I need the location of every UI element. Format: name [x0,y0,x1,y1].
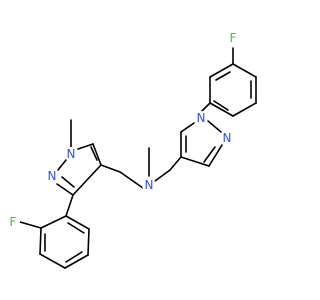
atom-n-pyrazole-left-1: N [64,147,78,161]
bond-pyrazole-right-3 [180,156,210,167]
bond-pyrazole-right-2 [208,144,223,167]
atom-n-pyrazole-left-2: N [45,169,59,183]
bond-fluorophenyl-bottom-5 [87,228,90,256]
atom-f-bottom: F [6,215,20,229]
bond-ch2-left-to-pyrazole [100,164,121,173]
svg-text:F: F [230,31,237,45]
svg-text:N: N [145,178,154,192]
atom-n-pyrazole-right-1: N [194,111,208,125]
bond-phenyl-to-fluorine [19,221,42,229]
bond-pyrazole-to-ch2 [169,156,182,171]
atom-f-top: F [226,31,240,45]
atom-n-pyrazole-right-2: N [220,131,234,145]
bond-pyrazole-right-double-1 [203,146,216,163]
bond-pyrazole-left-5 [72,164,102,196]
bond-pyrazole-left-3 [57,159,67,171]
bond-pyrazole-right-5 [180,122,195,133]
bond-n-to-ch2-left [119,171,144,189]
bond-fluorophenyl-bottom-2 [39,227,42,255]
bond-phenyl-to-pyrazole [200,102,211,113]
svg-text:N: N [48,169,57,183]
svg-text:N: N [67,147,76,161]
bond-pyrazole-to-phenyl-bottom [65,194,74,217]
bond-fluorophenyl-top-ring-5 [232,102,257,117]
bond-ch2-to-n [154,169,171,182]
bond-pyrazole-left-double-2 [61,176,75,188]
bond-pyrazole-left-4 [56,183,74,196]
bond-fluorophenyl-top-double-2 [213,100,229,111]
bond-fluorophenyl-top-ring-7 [232,63,257,78]
bond-pyrazole-left-1 [92,143,102,166]
bond-fluorophenyl-top-double-1 [215,71,231,81]
atom-label-layer: F N N N N N F [6,31,240,229]
molecule-structure: F N N N N N F [6,31,257,269]
bond-fluorophenyl-bottom-double-3 [67,222,85,234]
svg-text:N: N [197,111,206,125]
svg-text:F: F [10,215,17,229]
bond-fluorophenyl-bottom-6 [65,215,90,230]
bond-pyrazole-left-double-1 [90,146,98,161]
svg-text:N: N [223,131,232,145]
bond-pyrazole-left-2 [77,143,94,150]
bond-fluorophenyl-bottom-double-2 [65,251,83,263]
bond-fluorophenyl-bottom-1 [40,215,67,229]
bond-fluorophenyl-top-ring-2 [209,63,234,78]
bond-layer [19,47,257,269]
bond-fluorophenyl-top-ring-4 [209,102,234,117]
bond-fluorophenyl-bottom-3 [39,253,66,269]
bond-fluorophenyl-bottom-4 [64,254,89,269]
atom-n-amine: N [142,178,156,192]
bond-pyrazole-right-1 [207,120,222,133]
